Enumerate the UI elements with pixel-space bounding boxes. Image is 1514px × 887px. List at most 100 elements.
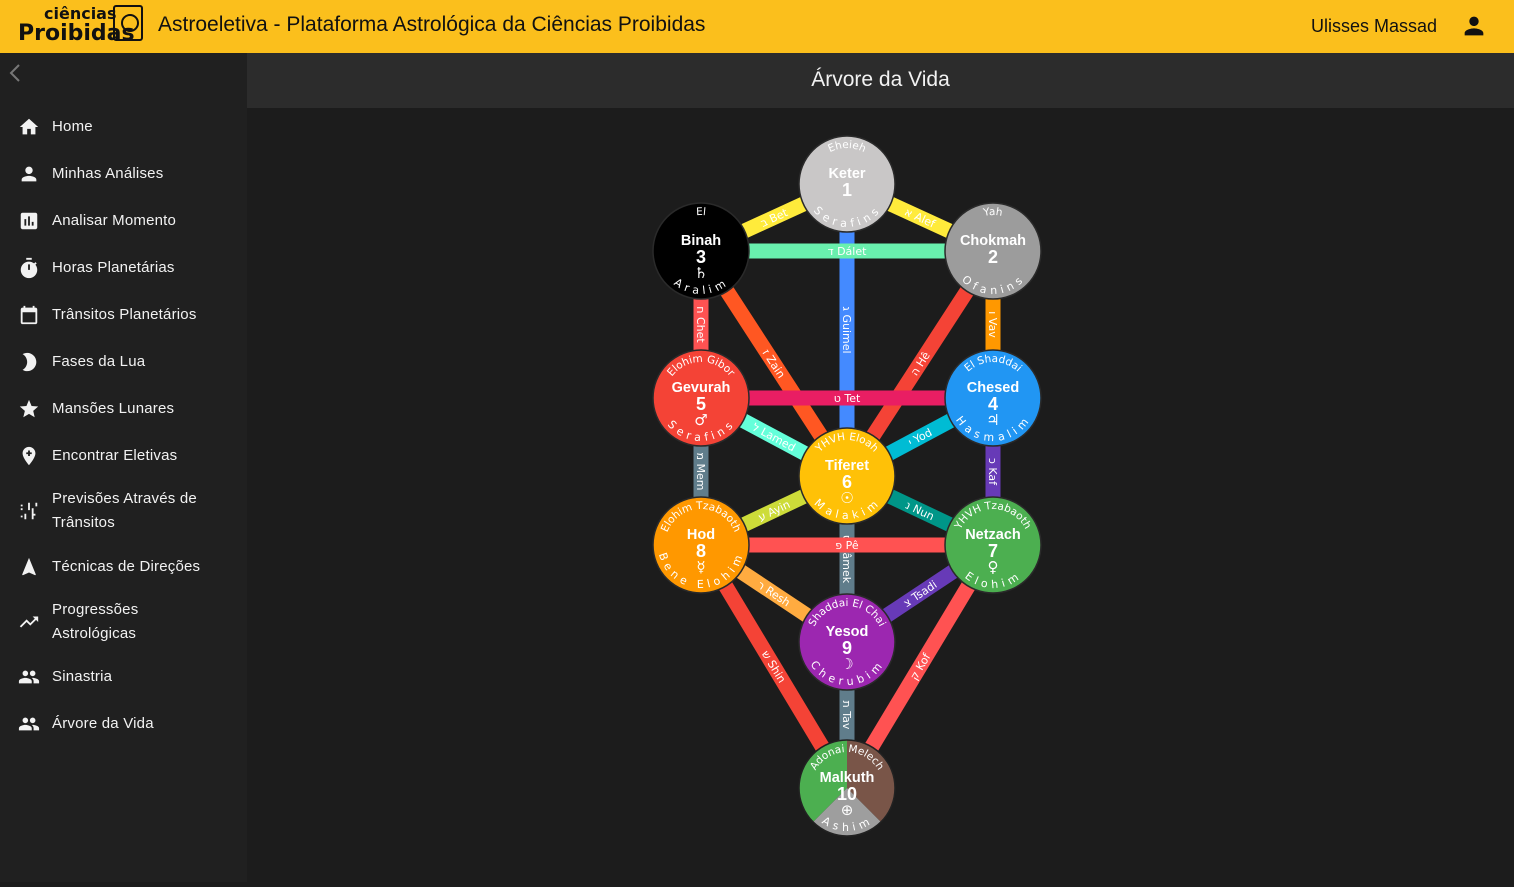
sidebar-item-8[interactable]: Encontrar Eletivas — [0, 444, 247, 468]
sidebar-item-label: Sinastria — [52, 668, 113, 685]
planet-symbol-icon: ♂ — [694, 411, 707, 429]
sephira-number: 5 — [696, 394, 706, 414]
chart-icon — [18, 210, 40, 232]
user-name[interactable]: Ulisses Massad — [1311, 16, 1438, 36]
logo-line-2: Proibidas — [18, 21, 135, 46]
path-label: ד Dálet — [828, 245, 868, 258]
calendar-icon — [18, 304, 40, 326]
app-title: Astroeletiva - Plataforma Astrológica da… — [158, 13, 706, 36]
malkuth-quarter — [813, 788, 881, 836]
sephira-number: 9 — [842, 638, 852, 658]
moon-icon — [18, 351, 40, 373]
path-label: מ Mem — [694, 453, 707, 491]
sidebar-item-10[interactable]: Técnicas de Direções — [0, 555, 247, 579]
sephira-circle — [652, 496, 750, 594]
path-label: ו Vav — [986, 311, 999, 338]
sidebar-item-label: Trânsitos Planetários — [52, 306, 197, 323]
sidebar-item-2[interactable]: Minhas Análises — [0, 162, 247, 186]
sidebar-item-label: Minhas Análises — [52, 165, 164, 182]
sephira-number: 8 — [696, 541, 706, 561]
planet-symbol-icon: ♄ — [694, 264, 707, 282]
sephira-number: 6 — [842, 472, 852, 492]
sidebar-item-9[interactable]: Previsões Através de Trânsitos — [0, 487, 247, 535]
planet-symbol-icon: ☉ — [840, 489, 853, 507]
planet-symbol-icon: ☽ — [840, 655, 853, 673]
sephira-name: Tiferet — [825, 458, 869, 474]
chevron-left-icon[interactable] — [6, 61, 26, 85]
path-label: א Alef — [903, 205, 939, 231]
person-icon — [18, 163, 40, 185]
sephira-name: Hod — [687, 527, 715, 543]
path-label: כ Kaf — [986, 458, 999, 486]
people-icon — [18, 713, 40, 735]
sidebar-item-1[interactable]: Home — [0, 115, 247, 139]
sidebar-item-13[interactable]: Árvore da Vida — [0, 712, 247, 736]
sidebar-item-label: Mansões Lunares — [52, 400, 175, 417]
sidebar-item-11[interactable]: Progressões Astrológicas — [0, 598, 247, 646]
sephira-name: Yesod — [826, 624, 869, 640]
sidebar-item-label: Home — [52, 118, 93, 135]
page-header: Árvore da Vida — [247, 53, 1514, 108]
divine-name: El — [696, 206, 707, 218]
planet-symbol-icon: ☿ — [696, 558, 705, 576]
sidebar-item-12[interactable]: Sinastria — [0, 665, 247, 689]
people-icon — [18, 666, 40, 688]
sidebar-item-6[interactable]: Fases da Lua — [0, 350, 247, 374]
sidebar-item-7[interactable]: Mansões Lunares — [0, 397, 247, 421]
sephira-circle — [944, 496, 1042, 594]
sephira-circle — [652, 202, 750, 300]
planet-symbol-icon: ⊕ — [841, 801, 854, 819]
home-icon — [18, 116, 40, 138]
divine-name: Eheieh — [826, 139, 868, 155]
path-label: ע Ayin — [756, 498, 792, 524]
sidebar-item-label: Técnicas de Direções — [52, 558, 201, 575]
sephira-number: 3 — [696, 247, 706, 267]
star-icon — [18, 398, 40, 420]
ciencias-proibidas-logo[interactable]: ciências Proibidas — [14, 3, 148, 49]
page-title: Árvore da Vida — [811, 68, 950, 91]
sephira-number: 7 — [988, 541, 998, 561]
account-icon[interactable] — [1460, 12, 1488, 40]
sidebar-item-label: Encontrar Eletivas — [52, 447, 178, 464]
sephira-circle — [944, 349, 1042, 447]
sephira-name: Chokmah — [960, 233, 1026, 249]
sephira-number: 4 — [988, 394, 998, 414]
sidebar-item-label: Progressões Astrológicas — [52, 601, 139, 642]
malkuth-ring — [798, 739, 896, 837]
path-label: צ Tsadi — [901, 578, 939, 610]
path-label: ר Resh — [755, 578, 792, 609]
sephira-circle — [944, 202, 1042, 300]
sidebar-item-3[interactable]: Analisar Momento — [0, 209, 247, 233]
sidebar-item-label: Previsões Através de Trânsitos — [52, 490, 197, 531]
sephira-number: 2 — [988, 247, 998, 267]
tune-icon — [18, 500, 40, 522]
sidebar-item-label: Analisar Momento — [52, 212, 177, 229]
sephira-name: Malkuth — [820, 770, 875, 786]
navigation-icon — [18, 556, 40, 578]
sephira-circle — [652, 349, 750, 447]
sephira-number: 10 — [837, 784, 857, 804]
malkuth-quarter — [799, 740, 847, 822]
sidebar-item-label: Árvore da Vida — [52, 715, 154, 732]
path-label: ז Zain — [760, 347, 788, 381]
sephira-circle — [798, 427, 896, 525]
sephira-name: Keter — [828, 166, 865, 182]
sidebar-item-5[interactable]: Trânsitos Planetários — [0, 303, 247, 327]
sephira-circle — [798, 135, 896, 233]
sidebar-item-4[interactable]: Horas Planetárias — [0, 256, 247, 280]
path-label: ח Chet — [694, 306, 707, 343]
sephira-name: Chesed — [967, 380, 1019, 396]
trending-icon — [18, 611, 40, 633]
